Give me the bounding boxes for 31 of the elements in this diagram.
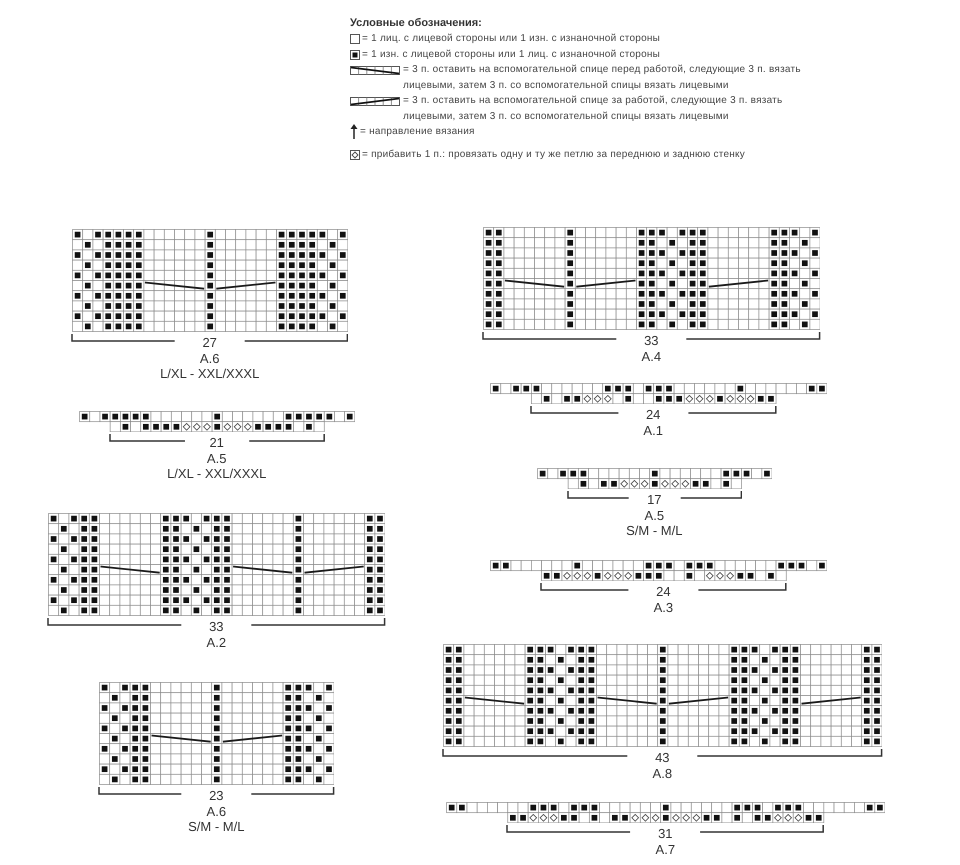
chart-name: A.8 xyxy=(652,766,672,780)
stitch-count: 21 xyxy=(209,436,224,450)
stitch-count: 33 xyxy=(209,620,224,634)
size-label: S/M - M/L xyxy=(188,820,244,834)
stitch-count: 33 xyxy=(644,334,659,348)
chart-name: A.6 xyxy=(200,352,220,366)
stitch-count: 23 xyxy=(209,789,224,803)
legend-text: = 3 п. оставить на вспомогательной спице перед работой, следующие 3 п. вязать лицевыми, затем 3 п. со вспомогательной спицы вязать лицевыми xyxy=(403,63,802,92)
stitch-count: 24 xyxy=(646,408,660,422)
chart-name: A.2 xyxy=(206,636,226,650)
chart-name: A.5 xyxy=(206,452,226,466)
chart-name: A.7 xyxy=(656,842,676,857)
legend-text: = 1 лиц. с лицевой стороны или 1 изн. с изнаночной стороны xyxy=(362,32,660,46)
legend-heading: Условные обозначения: xyxy=(350,16,482,30)
stitch-count: 24 xyxy=(656,585,671,600)
chart-name: A.3 xyxy=(654,600,674,615)
legend-text: = 3 п. оставить на вспомогательной спице за работой, следующие 3 п. вязать лицевыми, затем 3 п. со вспомогательной спицы вязать лицевыми xyxy=(403,94,784,124)
chart-name: A.1 xyxy=(643,424,663,438)
legend-text: = прибавить 1 п.: провязать одну и ту же петлю за переднюю и заднюю стенку xyxy=(362,148,746,162)
stitch-count: 27 xyxy=(202,336,217,350)
size-label: S/M - M/L xyxy=(626,524,682,538)
chart-name: A.6 xyxy=(206,804,226,818)
legend-text: = 1 изн. с лицевой стороны или 1 лиц. с изнаночной стороны xyxy=(362,48,660,62)
stitch-count: 17 xyxy=(647,493,662,508)
chart-name: A.5 xyxy=(644,508,664,523)
legend-text: = направление вязания xyxy=(360,125,475,139)
stitch-count: 31 xyxy=(658,827,673,842)
size-label: L/XL - XXL/XXXL xyxy=(160,367,260,381)
stitch-count: 43 xyxy=(655,751,670,765)
size-label: L/XL - XXL/XXXL xyxy=(167,467,266,482)
chart-name: A.4 xyxy=(642,350,662,364)
